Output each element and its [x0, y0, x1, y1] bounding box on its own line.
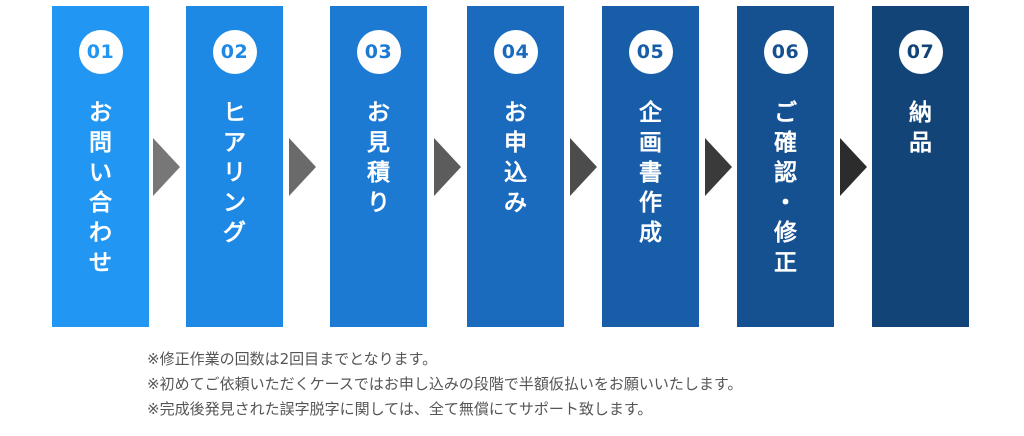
arrow-icon: [570, 138, 597, 196]
step-label: 納品: [872, 98, 969, 158]
step-label-char: お: [367, 100, 390, 126]
step-label-char: わ: [89, 220, 112, 246]
note-line: ※完成後発見された誤字脱字に関しては、全て無償にてサポート致します。: [147, 400, 653, 418]
step-label-char: 修: [774, 220, 797, 246]
step-label: ご確認・修正: [737, 98, 834, 278]
step-label-char: お: [504, 100, 527, 126]
step-label-char: ン: [223, 190, 246, 216]
step-5: 05 企画書作成: [602, 6, 699, 327]
arrow-icon: [840, 138, 867, 196]
arrow-icon: [289, 138, 316, 196]
step-label-char: 申: [504, 130, 527, 156]
step-label-char: ご: [774, 100, 797, 126]
arrow-icon: [434, 138, 461, 196]
step-label: お見積り: [330, 98, 427, 218]
step-7: 07 納品: [872, 6, 969, 327]
step-label-char: お: [89, 100, 112, 126]
step-2: 02 ヒアリング: [186, 6, 283, 327]
step-label-char: 正: [774, 250, 797, 276]
step-1: 01 お問い合わせ: [52, 6, 149, 327]
notes: ※修正作業の回数は2回目までとなります。 ※初めてご依頼いただくケースではお申し…: [147, 347, 742, 422]
step-label-char: 品: [909, 130, 932, 156]
step-label: お問い合わせ: [52, 98, 149, 278]
step-label-char: ア: [223, 130, 246, 156]
step-label-char: 企: [639, 100, 662, 126]
step-number-badge: 01: [78, 30, 123, 74]
step-label-char: 確: [774, 130, 797, 156]
step-label-char: 納: [909, 100, 932, 126]
step-number-badge: 07: [898, 30, 943, 74]
step-number-badge: 03: [356, 30, 401, 74]
step-label-char: 認: [774, 160, 797, 186]
arrow-icon: [153, 138, 180, 196]
step-number-badge: 02: [212, 30, 257, 74]
step-label-char: 成: [639, 220, 662, 246]
step-label-char: ヒ: [223, 100, 246, 126]
note-line: ※初めてご依頼いただくケースではお申し込みの段階で半額仮払いをお願いいたします。: [147, 375, 743, 393]
step-label-char: り: [367, 190, 390, 216]
step-4: 04 お申込み: [467, 6, 564, 327]
step-label-char: グ: [223, 220, 246, 246]
step-number-badge: 04: [493, 30, 538, 74]
step-label-char: リ: [223, 160, 246, 186]
step-label: 企画書作成: [602, 98, 699, 248]
step-3: 03 お見積り: [330, 6, 427, 327]
step-label-char: 問: [89, 130, 112, 156]
step-label-char: 書: [639, 160, 662, 186]
step-label: ヒアリング: [186, 98, 283, 248]
step-label-char: ・: [774, 190, 797, 216]
step-6: 06 ご確認・修正: [737, 6, 834, 327]
step-label-char: 見: [367, 130, 390, 156]
step-label-char: 積: [367, 160, 390, 186]
step-label-char: 込: [504, 160, 527, 186]
step-label-char: 合: [89, 190, 112, 216]
step-label-char: せ: [89, 250, 112, 276]
step-label-char: 画: [639, 130, 662, 156]
step-label-char: 作: [639, 190, 662, 216]
step-label-char: い: [89, 160, 112, 186]
note-line: ※修正作業の回数は2回目までとなります。: [147, 350, 438, 368]
step-label-char: み: [504, 190, 527, 216]
step-number-badge: 05: [628, 30, 673, 74]
arrow-icon: [705, 138, 732, 196]
step-label: お申込み: [467, 98, 564, 218]
step-number-badge: 06: [763, 30, 808, 74]
